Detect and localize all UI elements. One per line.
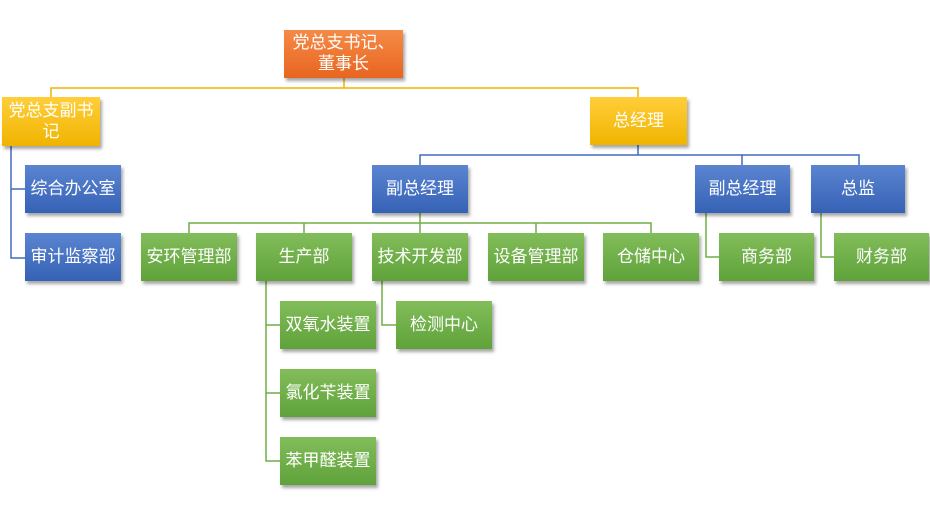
- node-tech-dev: 技术开发部: [372, 233, 468, 281]
- node-label: 党总支副书记: [8, 100, 94, 142]
- node-audit: 审计监察部: [25, 233, 121, 281]
- node-label: 党总支书记、董事长: [292, 33, 395, 74]
- node-benzyl-chloride-unit: 氯化苄装置: [280, 369, 376, 417]
- node-label: 总监: [841, 178, 875, 199]
- connector-director-finance: [820, 213, 835, 258]
- node-safety-env: 安环管理部: [141, 233, 237, 281]
- node-label: 氯化苄装置: [285, 382, 371, 403]
- node-production: 生产部: [256, 233, 352, 281]
- node-equipment: 设备管理部: [488, 233, 584, 281]
- node-deputy-gm-2: 副总经理: [695, 165, 790, 213]
- node-testing-center: 检测中心: [396, 301, 492, 349]
- node-label: 设备管理部: [493, 246, 579, 267]
- node-deputy-gm-1: 副总经理: [372, 165, 468, 213]
- node-label: 苯甲醛装置: [285, 450, 371, 471]
- node-label: 双氧水装置: [285, 314, 371, 335]
- node-deputy-secretary: 党总支副书记: [2, 97, 100, 146]
- node-label: 安环管理部: [146, 246, 232, 267]
- node-label: 副总经理: [708, 178, 777, 199]
- node-label: 仓储中心: [617, 246, 685, 267]
- connector-tech-testing: [381, 281, 396, 326]
- connector-deputy-secretary-side: [10, 146, 25, 259]
- node-label: 生产部: [278, 246, 330, 267]
- node-h2o2-unit: 双氧水装置: [280, 301, 376, 349]
- node-finance: 财务部: [834, 233, 929, 281]
- node-general-manager: 总经理: [590, 97, 687, 145]
- node-warehouse: 仓储中心: [603, 233, 699, 281]
- node-label: 副总经理: [386, 178, 454, 199]
- node-chairman: 党总支书记、董事长: [284, 30, 403, 78]
- node-label: 财务部: [856, 246, 907, 267]
- node-label: 商务部: [741, 246, 792, 267]
- connector-chairman-bus: [50, 87, 639, 97]
- node-business: 商务部: [719, 233, 814, 281]
- node-label: 总经理: [613, 110, 664, 131]
- connector-production-units: [265, 281, 280, 462]
- node-label: 检测中心: [410, 314, 478, 335]
- node-benzaldehyde-unit: 苯甲醛装置: [280, 437, 376, 485]
- node-general-office: 综合办公室: [25, 165, 121, 213]
- node-label: 审计监察部: [30, 246, 116, 267]
- connector-vp2-business: [705, 213, 720, 258]
- connector-gm-branch: [419, 154, 860, 165]
- node-label: 技术开发部: [377, 246, 463, 267]
- node-label: 综合办公室: [30, 178, 116, 199]
- node-director: 总监: [811, 165, 905, 213]
